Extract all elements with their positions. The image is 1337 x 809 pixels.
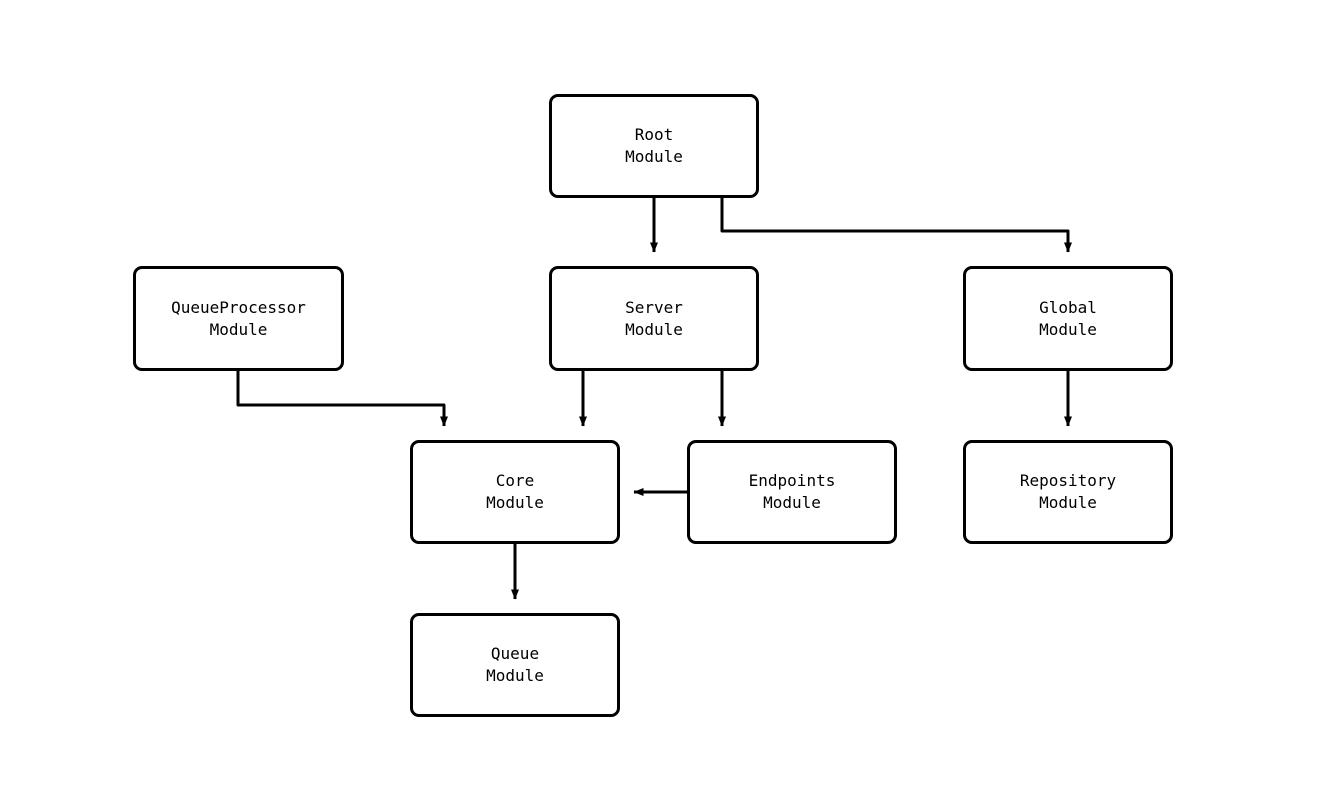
- node-global-label: Global Module: [1039, 297, 1097, 339]
- node-queueprocessor-label: QueueProcessor Module: [171, 297, 306, 339]
- node-global[interactable]: Global Module: [963, 266, 1173, 371]
- node-queueprocessor[interactable]: QueueProcessor Module: [133, 266, 344, 371]
- node-queue[interactable]: Queue Module: [410, 613, 620, 717]
- node-root-label: Root Module: [625, 125, 683, 166]
- edge-queueprocessor-to-core: [236, 371, 448, 427]
- node-repository-label: Repository Module: [1019, 471, 1117, 512]
- edge-root-to-global: [720, 198, 1072, 253]
- node-endpoints[interactable]: Endpoints Module: [687, 440, 897, 544]
- node-endpoints-label: Endpoints Module: [748, 471, 836, 512]
- node-server[interactable]: Server Module: [549, 266, 759, 371]
- node-root[interactable]: Root Module: [549, 94, 759, 198]
- node-repository[interactable]: Repository Module: [963, 440, 1173, 544]
- node-core[interactable]: Core Module: [410, 440, 620, 544]
- node-server-label: Server Module: [625, 297, 683, 339]
- node-core-label: Core Module: [486, 471, 544, 512]
- node-queue-label: Queue Module: [486, 644, 544, 685]
